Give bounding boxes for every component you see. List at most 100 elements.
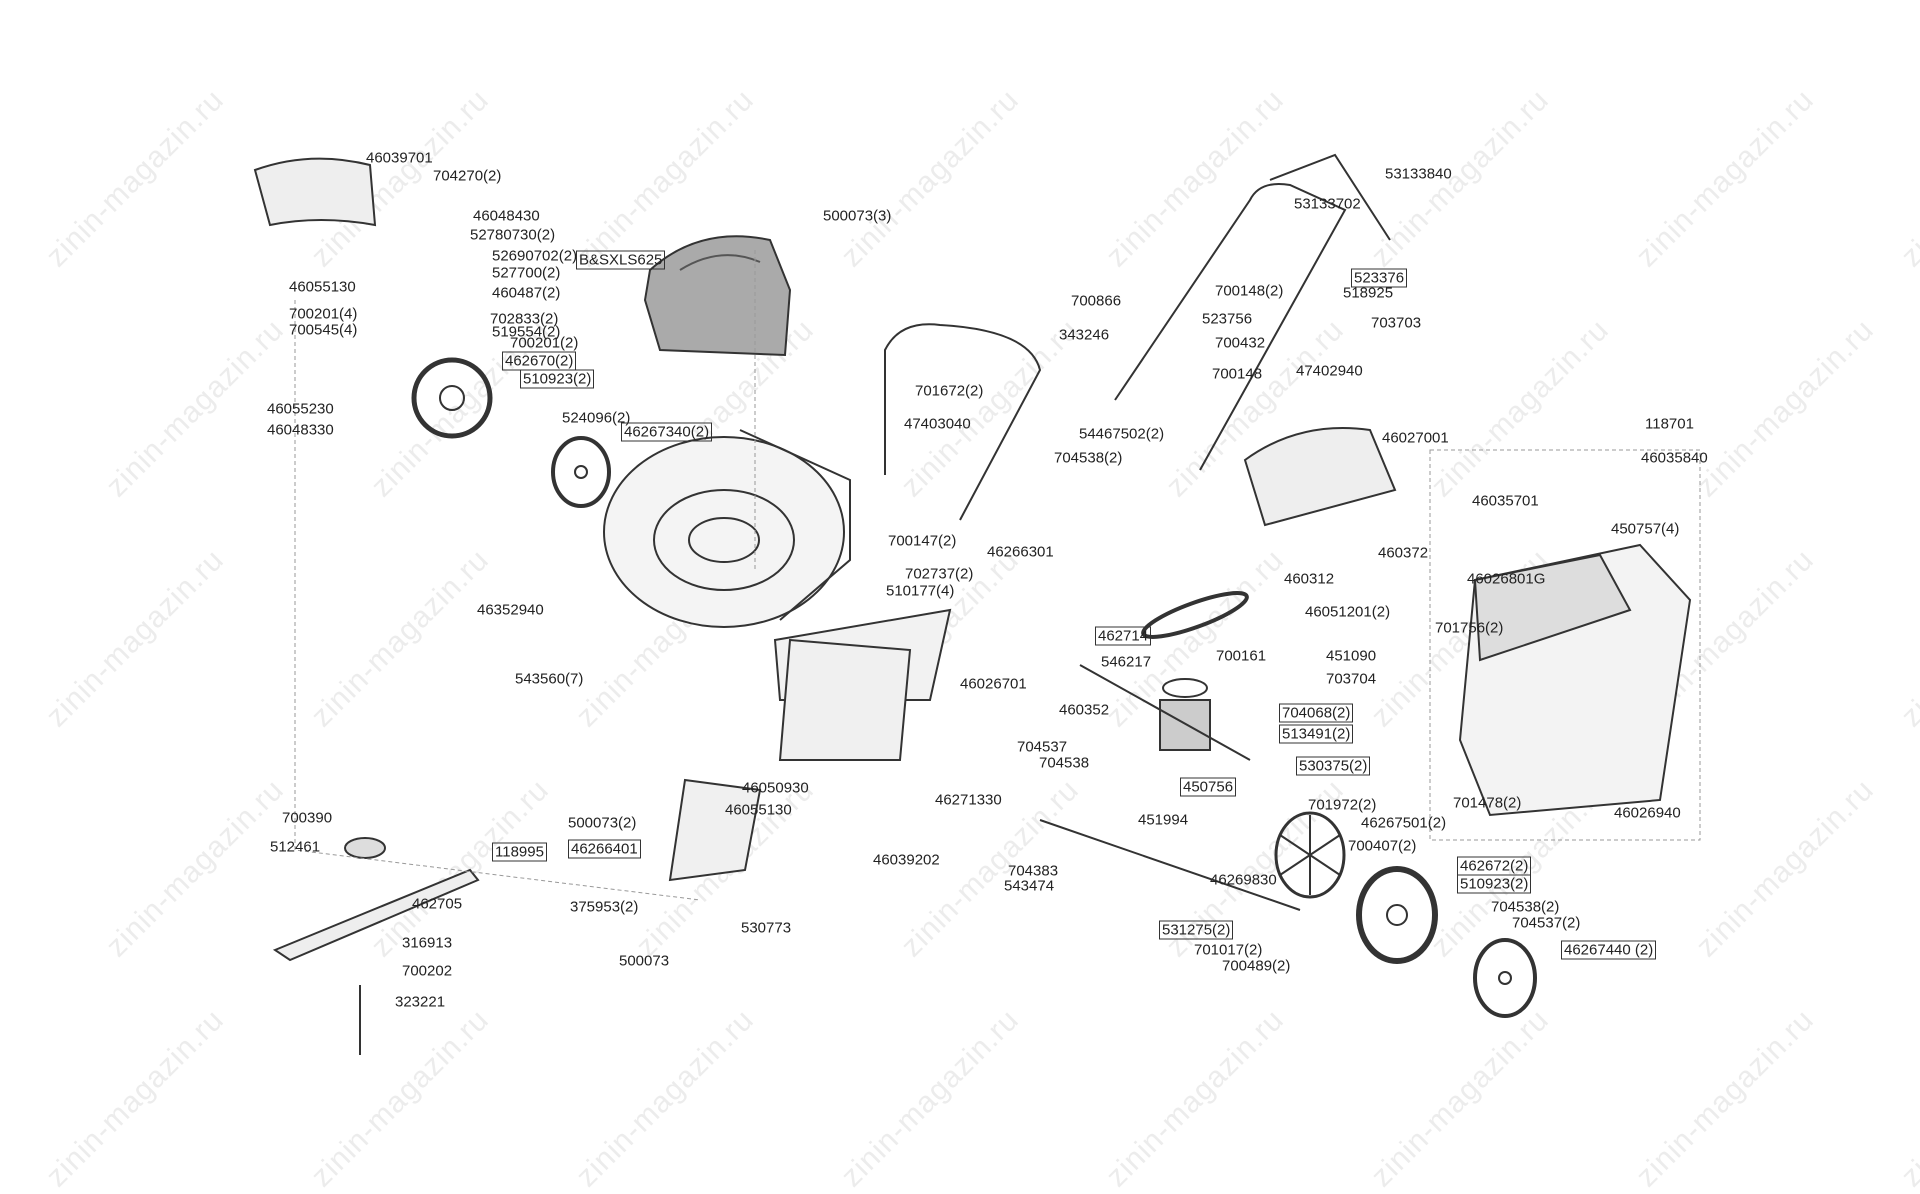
part-number-label[interactable]: 47402940 [1296,362,1363,380]
part-number-label[interactable]: 704068(2) [1279,703,1354,723]
part-number-label[interactable]: 704270(2) [433,167,502,185]
part-number-label[interactable]: 46266301 [987,543,1054,561]
part-number-label[interactable]: 46027001 [1382,429,1449,447]
part-number-label[interactable]: 704537(2) [1512,914,1581,932]
part-number-label[interactable]: 513491(2) [1279,724,1354,744]
part-number-label[interactable]: 316913 [402,934,453,952]
part-number-label[interactable]: 52780730(2) [470,226,556,244]
part-number-label[interactable]: 46352940 [477,601,544,619]
part-number-label[interactable]: 46050930 [742,779,809,797]
part-number-label[interactable]: 700148(2) [1215,282,1284,300]
part-number-label[interactable]: 543560(7) [515,670,584,688]
part-number-label[interactable]: 53133702 [1294,195,1361,213]
part-number-label[interactable]: 701972(2) [1308,796,1377,814]
part-number-label[interactable]: 47403040 [904,415,971,433]
part-number-label[interactable]: 700201(2) [510,334,579,352]
part-number-label[interactable]: 700489(2) [1222,957,1291,975]
part-number-label[interactable]: 704537 [1017,738,1068,756]
part-number-label[interactable]: 530773 [741,919,792,937]
part-number-label[interactable]: 460352 [1059,701,1110,719]
part-number-label[interactable]: 46035840 [1641,449,1708,467]
part-number-label[interactable]: 524096(2) [562,409,631,427]
part-number-label[interactable]: 700147(2) [888,532,957,550]
part-number-label[interactable]: 375953(2) [570,898,639,916]
part-number-label[interactable]: 700545(4) [289,321,358,339]
part-number-label[interactable]: 703704 [1326,670,1377,688]
part-number-label[interactable]: 118995 [492,842,547,862]
part-number-label[interactable]: 702833(2) [490,310,559,328]
part-number-label[interactable]: 700390 [282,809,333,827]
part-number-label[interactable]: 52690702(2) [492,247,578,265]
part-number-label[interactable]: 46267340(2) [621,422,713,442]
part-number-label[interactable]: 527700(2) [492,264,561,282]
part-number-label[interactable]: 500073(3) [823,207,892,225]
part-number-label[interactable]: 701756(2) [1435,619,1504,637]
part-number-label[interactable]: 543474 [1004,877,1055,895]
part-number-label[interactable]: 701672(2) [915,382,984,400]
part-number-label[interactable]: 46026701 [960,675,1027,693]
part-number-label[interactable]: 46035701 [1472,492,1539,510]
part-number-label[interactable]: 700148 [1212,365,1263,383]
part-number-label[interactable]: 46048330 [267,421,334,439]
part-number-label[interactable]: 700202 [402,962,453,980]
part-number-label[interactable]: 46026801G [1467,570,1546,588]
part-number-label[interactable]: 512461 [270,838,321,856]
part-number-label[interactable]: 460312 [1284,570,1335,588]
part-number-label[interactable]: 704383 [1008,862,1059,880]
part-number-label[interactable]: 700161 [1216,647,1267,665]
part-number-label[interactable]: 451090 [1326,647,1377,665]
part-number-label[interactable]: 510923(2) [1457,874,1532,894]
part-number-label[interactable]: 46048430 [473,207,540,225]
part-number-label[interactable]: 702737(2) [905,565,974,583]
part-number-label[interactable]: B&SXLS625 [576,250,666,270]
part-number-label[interactable]: 53133840 [1385,165,1452,183]
part-number-label[interactable]: 530375(2) [1296,756,1371,776]
part-number-label[interactable]: 460372 [1378,544,1429,562]
part-number-label[interactable]: 46269830 [1210,871,1277,889]
part-number-label[interactable]: 323221 [395,993,446,1011]
part-number-label[interactable]: 46267501(2) [1361,814,1447,832]
part-number-label[interactable]: 46039202 [873,851,940,869]
part-number-label[interactable]: 704538(2) [1491,898,1560,916]
part-number-label[interactable]: 343246 [1059,326,1110,344]
part-number-label[interactable]: 510923(2) [520,369,595,389]
part-number-label[interactable]: 519554(2) [492,323,561,341]
part-number-label[interactable]: 462705 [412,895,463,913]
part-number-label[interactable]: 450756 [1180,777,1237,797]
part-number-label[interactable]: 518925 [1343,284,1394,302]
part-number-label[interactable]: 462670(2) [502,351,577,371]
part-number-label[interactable]: 46039701 [366,149,433,167]
part-number-label[interactable]: 500073 [619,952,670,970]
part-number-label[interactable]: 546217 [1101,653,1152,671]
part-number-label[interactable]: 704538 [1039,754,1090,772]
handle-upper-part [1114,153,1391,471]
part-number-label[interactable]: 118701 [1645,415,1694,433]
part-number-label[interactable]: 700407(2) [1348,837,1417,855]
part-number-label[interactable]: 46051201(2) [1305,603,1391,621]
part-number-label[interactable]: 46266401 [568,839,641,859]
part-number-label[interactable]: 46055130 [725,801,792,819]
part-number-label[interactable]: 700201(4) [289,305,358,323]
part-number-label[interactable]: 451994 [1138,811,1189,829]
part-number-label[interactable]: 701478(2) [1453,794,1522,812]
part-number-label[interactable]: 531275(2) [1159,920,1234,940]
part-number-label[interactable]: 704538(2) [1054,449,1123,467]
part-number-label[interactable]: 701017(2) [1194,941,1263,959]
part-number-label[interactable]: 54467502(2) [1079,425,1165,443]
part-number-label[interactable]: 46055230 [267,400,334,418]
part-number-label[interactable]: 523376 [1351,268,1408,288]
part-number-label[interactable]: 46055130 [289,278,356,296]
part-number-label[interactable]: 462672(2) [1457,856,1532,876]
part-number-label[interactable]: 510177(4) [886,582,955,600]
part-number-label[interactable]: 46271330 [935,791,1002,809]
part-number-label[interactable]: 462714 [1095,626,1152,646]
part-number-label[interactable]: 700432 [1215,334,1266,352]
part-number-label[interactable]: 46026940 [1614,804,1681,822]
part-number-label[interactable]: 450757(4) [1611,520,1680,538]
part-number-label[interactable]: 46267440 (2) [1561,940,1657,960]
part-number-label[interactable]: 500073(2) [568,814,637,832]
part-number-label[interactable]: 523756 [1202,310,1253,328]
part-number-label[interactable]: 700866 [1071,292,1122,310]
part-number-label[interactable]: 703703 [1371,314,1422,332]
part-number-label[interactable]: 460487(2) [492,284,561,302]
